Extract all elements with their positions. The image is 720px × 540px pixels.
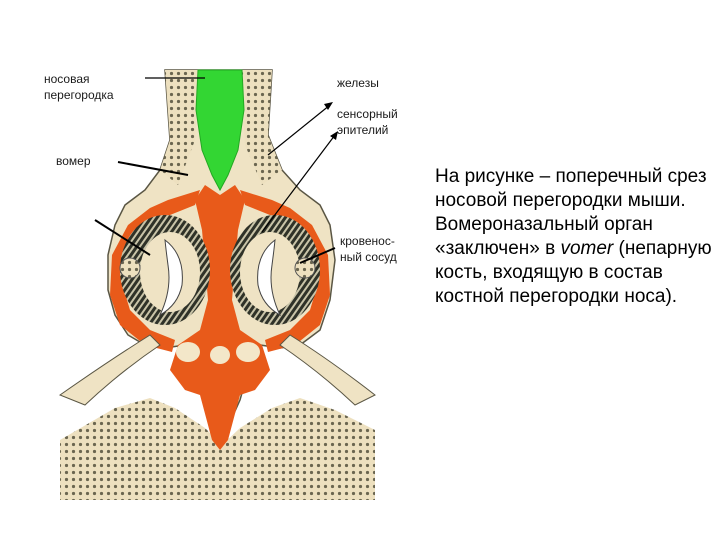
caption-text: На рисунке – поперечный срез носовой пер…	[435, 165, 715, 309]
caption-text-pre: На рисунке – поперечный срез носовой пер…	[435, 166, 707, 259]
left-vomeronasal-organ	[119, 215, 210, 325]
caption-vomer-term: vomer	[560, 238, 614, 259]
leader-sensory-epithelium-left	[94, 219, 151, 256]
leader-glands	[267, 104, 331, 156]
palate-tissue	[60, 398, 375, 500]
leader-vomer	[117, 161, 189, 176]
septal-cartilage	[195, 69, 245, 192]
label-blood-vessel: кровенос-ный сосуд	[340, 234, 397, 264]
leader-sensory-epithelium-right	[261, 134, 336, 233]
label-glands: железы	[337, 76, 379, 90]
label-vomer: вомер	[56, 154, 91, 168]
lateral-tissue-wings	[58, 334, 376, 406]
caption-text-post: (непарную кость, входящую в состав костн…	[435, 238, 712, 307]
vomer-bone	[110, 185, 330, 450]
leader-blood-vessel	[299, 247, 336, 264]
leader-lines	[94, 77, 338, 264]
right-vomeronasal-organ	[230, 215, 320, 325]
